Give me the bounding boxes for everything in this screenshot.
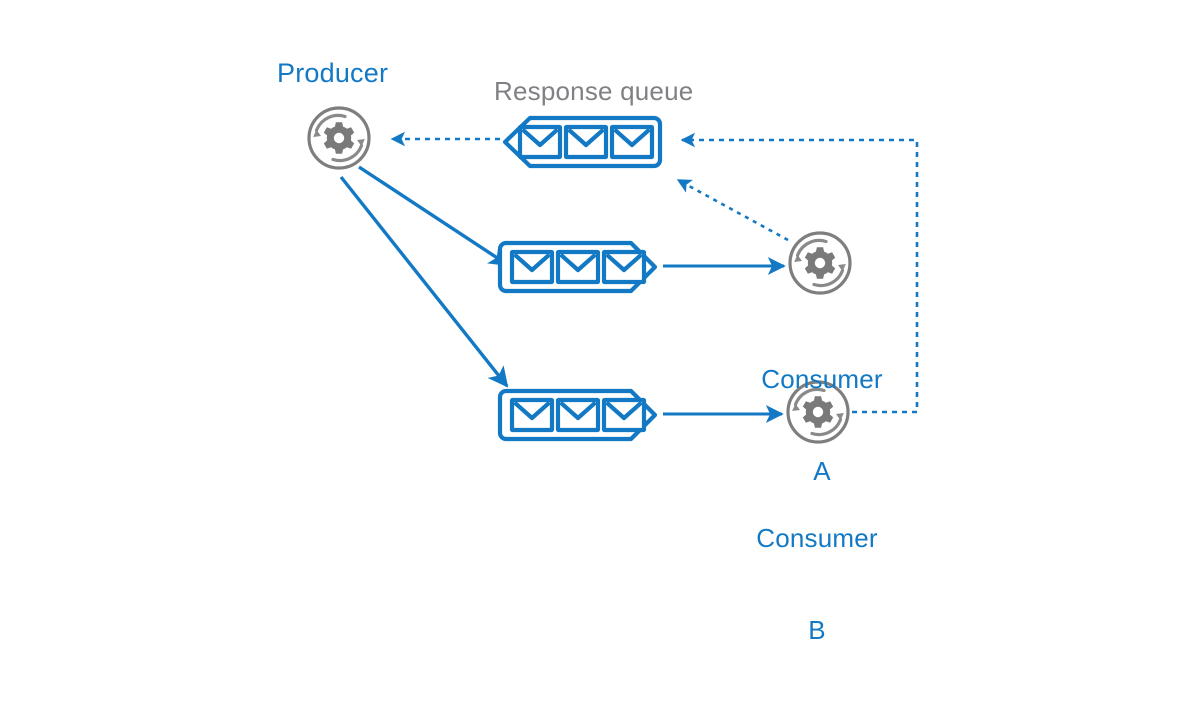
connector-producer-to-request-queue-b: [339, 175, 509, 388]
request-queue-b-shape[interactable]: [497, 388, 658, 442]
response-queue-label: Response queue: [494, 76, 694, 106]
response-queue-shape[interactable]: [502, 115, 663, 169]
consumer-a-label-line2: A: [813, 456, 831, 487]
connector-producer-to-request-queue-a: [358, 165, 510, 267]
gear-process-icon: [307, 106, 371, 170]
consumer-a-label: Consumer A: [760, 303, 884, 548]
connector-consumer-a-to-response-queue: [676, 178, 789, 242]
consumer-b-label-line1: Consumer: [756, 523, 878, 554]
connector-layer: [339, 131, 919, 423]
consumer-b-label: Consumer B: [755, 462, 879, 707]
connector-consumer-b-to-response-queue: [680, 132, 919, 414]
diagram-graphics: [307, 106, 919, 444]
diagram-canvas: Producer Response queue Consumer A Consu…: [277, 58, 919, 646]
producer-node[interactable]: [307, 106, 371, 170]
gear-process-icon: [788, 231, 852, 295]
consumer-b-label-line2: B: [808, 615, 826, 646]
consumer-a-label-line1: Consumer: [761, 364, 883, 395]
producer-label: Producer: [277, 58, 389, 88]
consumer-a-node[interactable]: [788, 231, 852, 295]
request-queue-a-shape[interactable]: [497, 240, 658, 294]
